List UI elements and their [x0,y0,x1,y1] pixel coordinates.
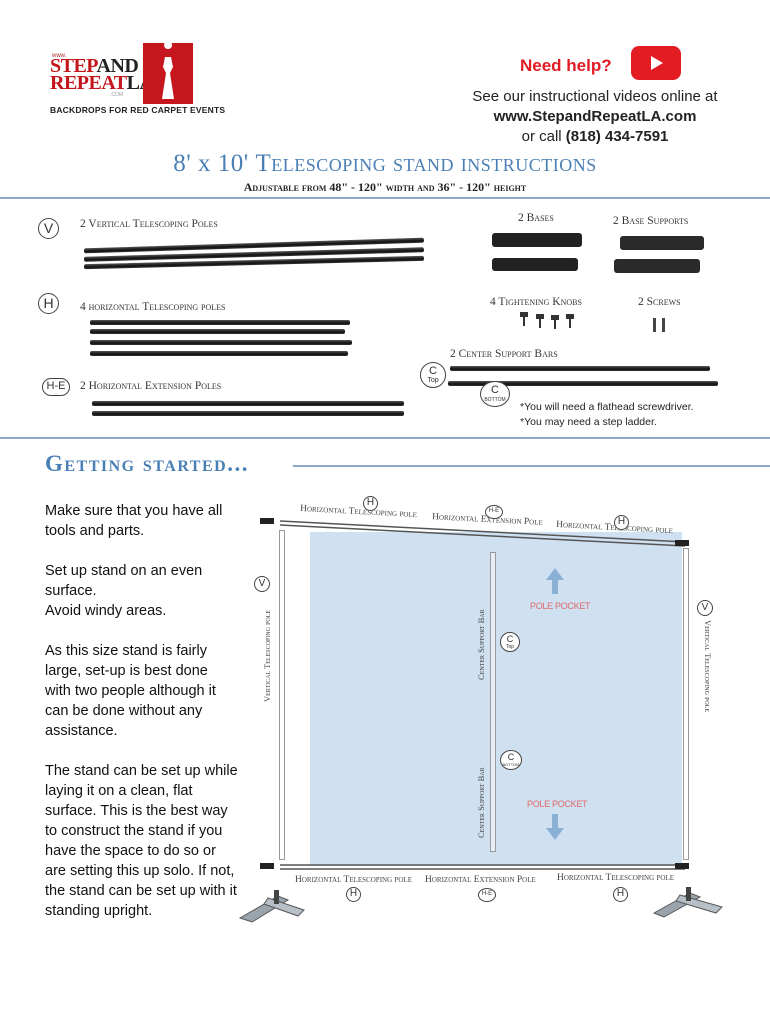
section-divider [293,465,770,467]
diagram-c-top-label: Top [505,644,515,650]
top-pole-assembly [260,518,690,548]
backdrop-panel [310,532,682,866]
center-bars-label: 2 Center Support Bars [450,348,558,360]
need-help-text: Need help? [520,56,612,75]
logo-com: .COM [110,92,124,98]
center-support-bar [490,552,496,852]
getting-started-title: Getting started... [45,451,249,476]
extension-pole-image [92,401,404,406]
part-h-marker: H [38,293,59,314]
diagram-c-top-marker: C Top [500,632,520,652]
pole-pocket-bottom-label: POLE POCKET [527,799,588,809]
bottom-h1-marker: H [346,887,361,902]
website-link[interactable]: www.StepandRepeatLA.com [493,108,697,125]
title-size: 8' x 10' [173,150,249,177]
base-support-image [620,236,704,250]
right-v-marker: V [697,600,713,616]
c-bottom-marker: C BOTTOM [480,381,510,407]
part-h-label: 4 horizontal Telescoping poles [80,301,226,313]
left-vertical-pole [279,530,285,860]
base-supports-label: 2 Base Supports [613,215,689,227]
logo-step: STEP [50,55,97,77]
pole-pocket-top-label: POLE POCKET [530,601,591,611]
instruction-wind: Avoid windy areas. [45,603,167,619]
part-v-marker: V [38,218,59,239]
page-subtitle: Adjustable from 48" - 120" width and 36"… [243,180,527,194]
c-top-marker: C Top [420,362,446,388]
knobs-image [520,312,580,335]
diagram-c-bottom-marker: C BOTTOM [500,750,522,770]
instruction-surface: Set up stand on an even surface. [45,563,203,599]
bottom-h2-label: Horizontal Telescoping pole [557,873,675,883]
center-bottom-label: Center Support Bar [476,767,486,838]
right-vertical-pole [683,548,689,860]
c-top-label: Top [427,377,439,384]
part-v-label: 2 Vertical Telescoping Poles [80,218,218,230]
knobs-label: 4 Tightening Knobs [490,296,582,308]
video-play-button[interactable] [631,46,681,80]
bottom-he-marker: H-E [478,888,496,902]
top-h1-marker: H [363,496,378,511]
parts-list [0,197,770,439]
phone-number: (818) 434-7591 [565,128,669,145]
bases-label: 2 Bases [518,212,554,224]
c-bottom-letter: C [491,384,499,396]
screws-label: 2 Screws [638,296,681,308]
c-top-letter: C [429,365,437,377]
left-base-foot-image [238,888,308,929]
play-icon [651,56,663,70]
top-h2-marker: H [614,515,629,530]
base-image [492,258,578,271]
logo-and: AND [96,55,139,77]
arrow-up-icon [546,568,564,594]
bottom-h1-label: Horizontal Telescoping pole [295,875,413,885]
horizontal-pole-image [90,320,350,325]
diagram-c-bottom-label: BOTTOM [502,762,520,767]
right-vertical-label: Vertical Telescoping pole [703,620,713,713]
logo: STEPAND REPEATLA [50,55,154,94]
note-ladder: *You may need a step ladder. [520,416,657,428]
bottom-he-label: Horizontal Extension Pole [425,875,536,885]
center-bar-image [450,366,710,371]
videos-info: See our instructional videos online at [472,88,718,105]
top-he-marker: H-E [485,505,503,519]
left-v-marker: V [254,576,270,592]
diagram-c-top-letter: C [506,634,514,644]
title-text: Telescoping stand instructions [255,150,597,177]
extension-pole-image [92,411,404,416]
arrow-down-icon [546,814,564,840]
part-he-marker: H-E [42,378,70,396]
left-vertical-label: Vertical Telescoping pole [262,609,272,702]
logo-tagline: BACKDROPS FOR RED CARPET EVENTS [50,105,226,115]
instruction-two-people: As this size stand is fairly large, set-… [45,643,216,739]
center-top-label: Center Support Bar [476,609,486,680]
phone-line: or call (818) 434-7591 [440,128,750,145]
instruction-tools: Make sure that you have all tools and pa… [45,503,223,539]
right-base-foot-image [652,885,724,926]
screws-image [652,318,668,339]
call-prefix: or call [521,128,566,145]
base-image [492,233,582,247]
bottom-h2-marker: H [613,887,628,902]
center-bar-image [448,381,718,386]
part-he-label: 2 Horizontal Extension Poles [80,380,222,392]
c-bottom-label: BOTTOM [484,397,506,403]
bottom-pole-assembly [260,860,690,874]
logo-www: www. [52,53,67,59]
red-carpet-silhouette-icon [143,41,193,104]
diagram-c-bottom-letter: C [507,752,515,762]
note-screwdriver: *You will need a flathead screwdriver. [520,401,694,413]
page-title: 8' x 10' Telescoping stand instructions [0,150,770,178]
horizontal-pole-image [90,329,345,334]
horizontal-pole-image [90,340,352,345]
logo-repeat: REPEAT [50,72,127,94]
base-support-image [614,259,700,273]
horizontal-pole-image [90,351,348,356]
instruction-flat-surface: The stand can be set up while laying it … [45,763,238,919]
